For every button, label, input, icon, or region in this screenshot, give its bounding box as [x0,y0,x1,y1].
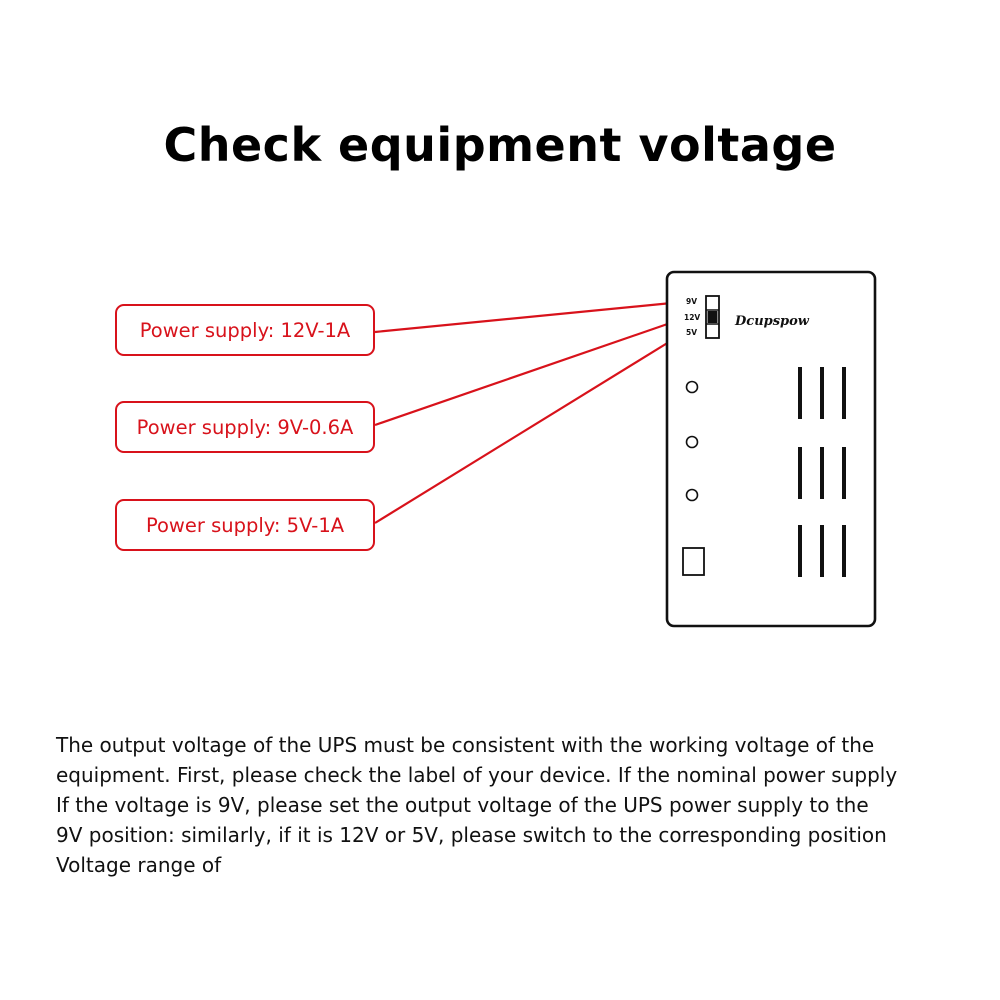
instructions-line: 9V position: similarly, if it is 12V or … [56,823,887,847]
voltage-switch[interactable]: 9V 12V 5V [684,295,720,339]
vent-slot [820,367,824,419]
connector-line-12v [374,300,683,334]
vent-slot [842,447,846,499]
power-supply-9v-label: Power supply: 9V-0.6A [115,401,375,453]
switch-label-12v: 12V [684,313,700,322]
vent-slot [798,447,802,499]
instructions-line: If the voltage is 9V, please set the out… [56,793,869,817]
vent-slot [820,525,824,577]
power-supply-5v-label: Power supply: 5V-1A [115,499,375,551]
power-supply-12v-label: Power supply: 12V-1A [115,304,375,356]
vent-slot [798,525,802,577]
instructions-text: The output voltage of the UPS must be co… [56,730,976,880]
switch-label-9v: 9V [686,297,697,306]
vent-slot [820,447,824,499]
vent-slot [842,525,846,577]
vent-slot [798,367,802,419]
switch-label-5v: 5V [686,328,697,337]
instructions-line: The output voltage of the UPS must be co… [56,733,875,757]
instructions-line: equipment. First, please check the label… [56,763,898,787]
ups-device: 9V 12V 5V Dcupspow [665,270,877,628]
indicator-circle-2 [685,435,699,449]
switch-knob-12v[interactable] [707,311,718,323]
device-brand-logo: Dcupspow [734,314,810,329]
output-port [682,547,705,576]
connector-line-9v [374,317,683,427]
page-title: Check equipment voltage [163,118,837,172]
vent-slots [798,367,846,577]
indicator-circle-1 [685,380,699,394]
instructions-line: Voltage range of [56,853,222,877]
connector-line-5v [374,333,683,524]
vent-slot [842,367,846,419]
indicator-circle-3 [685,488,699,502]
